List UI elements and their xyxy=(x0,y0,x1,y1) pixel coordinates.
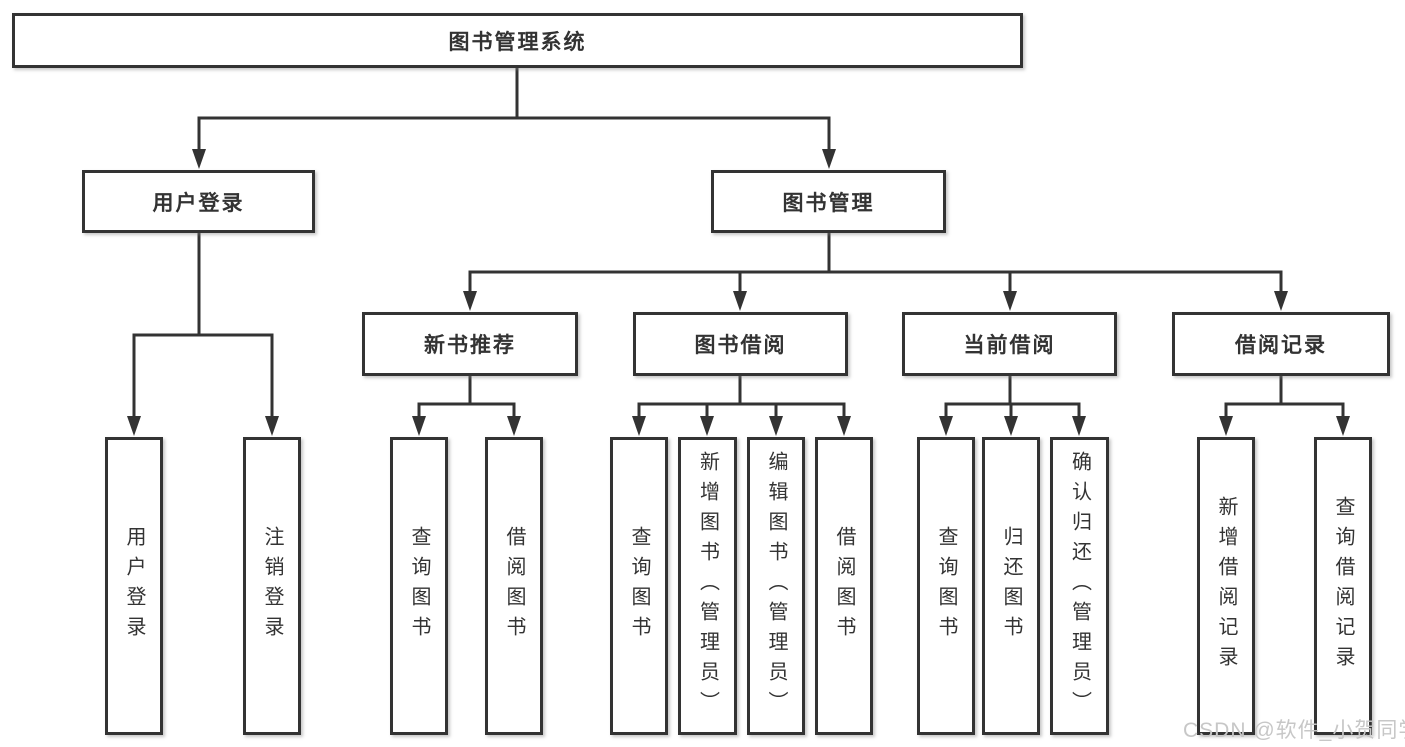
leaf-query-books-borrowing: 查询图书 xyxy=(610,437,668,735)
node-label: 编辑图书（管理员） xyxy=(765,451,787,721)
node-label: 新增借阅记录 xyxy=(1215,496,1237,676)
node-label: 图书借阅 xyxy=(694,334,787,357)
node-root-system: 图书管理系统 xyxy=(12,13,1023,68)
node-label: 图书管理 xyxy=(782,191,875,215)
csdn-watermark: CSDN @软件_小贺同学 xyxy=(1183,719,1405,742)
node-label: 查询图书 xyxy=(935,526,957,646)
leaf-query-books-current: 查询图书 xyxy=(917,437,975,735)
leaf-return-books: 归还图书 xyxy=(982,437,1040,735)
node-label: 借阅图书 xyxy=(833,526,855,646)
leaf-borrow-books-borrowing: 借阅图书 xyxy=(815,437,873,735)
node-label: 当前借阅 xyxy=(963,334,1056,357)
leaf-query-books-recommend: 查询图书 xyxy=(390,437,448,735)
node-label: 图书管理系统 xyxy=(448,30,587,54)
node-current-borrowing: 当前借阅 xyxy=(902,312,1117,376)
leaf-add-books-admin: 新增图书（管理员） xyxy=(678,437,737,735)
node-label: 确认归还（管理员） xyxy=(1068,451,1091,721)
node-label: 注销登录 xyxy=(261,526,283,646)
leaf-query-borrow-record: 查询借阅记录 xyxy=(1314,437,1372,735)
node-user-login: 用户登录 xyxy=(82,170,315,233)
node-label: 新书推荐 xyxy=(424,334,516,357)
leaf-borrow-books-recommend: 借阅图书 xyxy=(485,437,543,735)
arrowhead-icons xyxy=(127,149,1350,436)
node-book-borrowing: 图书借阅 xyxy=(633,312,848,376)
leaf-add-borrow-record: 新增借阅记录 xyxy=(1197,437,1255,735)
leaf-user-login: 用户登录 xyxy=(105,437,163,735)
node-label: 用户登录 xyxy=(123,526,145,646)
node-label: 查询借阅记录 xyxy=(1332,496,1354,676)
leaf-logout: 注销登录 xyxy=(243,437,301,735)
node-label: 借阅记录 xyxy=(1235,334,1327,357)
node-book-management: 图书管理 xyxy=(711,170,946,233)
node-new-book-recommend: 新书推荐 xyxy=(362,312,578,376)
node-label: 查询图书 xyxy=(408,526,430,646)
leaf-confirm-return-admin: 确认归还（管理员） xyxy=(1050,437,1109,735)
node-label: 查询图书 xyxy=(628,526,650,646)
node-label: 新增图书（管理员） xyxy=(696,451,719,721)
node-label: 归还图书 xyxy=(1000,526,1022,646)
node-label: 用户登录 xyxy=(152,191,245,215)
node-borrowing-records: 借阅记录 xyxy=(1172,312,1390,376)
node-label: 借阅图书 xyxy=(503,526,525,646)
leaf-edit-books-admin: 编辑图书（管理员） xyxy=(747,437,805,735)
